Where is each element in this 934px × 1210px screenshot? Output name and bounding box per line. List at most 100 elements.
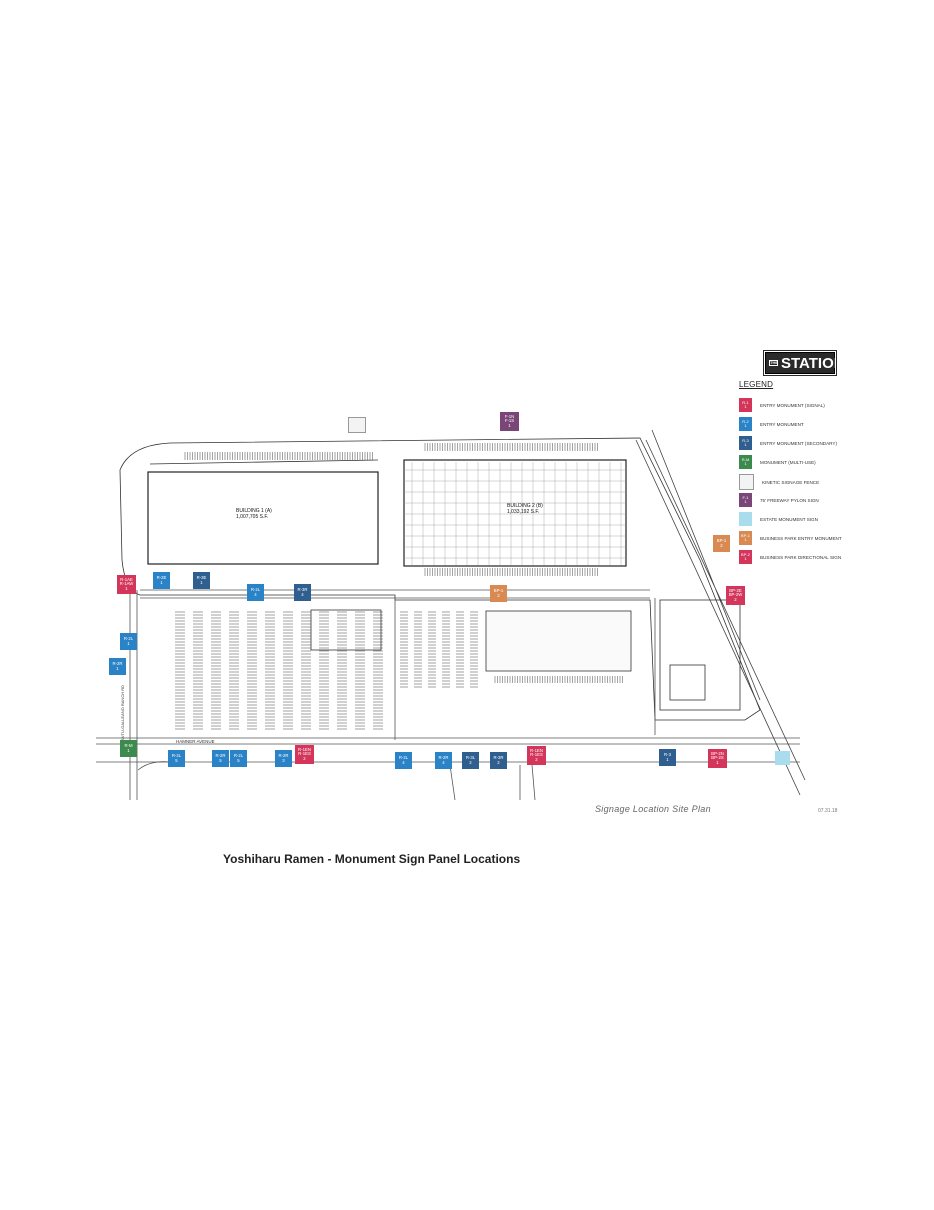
sign-marker-text: R-1EN <box>298 746 311 752</box>
sign-marker-text: BP-1 <box>493 587 504 593</box>
sign-marker-text: R-1EN <box>530 747 543 753</box>
sign-marker-text: R-2L <box>398 754 409 760</box>
legend-label: Entry Monument <box>760 421 804 427</box>
legend-swatch-num: 1 <box>744 537 747 542</box>
sign-marker-text: 1 <box>127 640 130 646</box>
sign-marker-text: R-2L <box>233 752 244 758</box>
sign-marker-text: R-3R <box>297 586 308 592</box>
legend-swatch-code: R-1 <box>742 399 749 405</box>
sign-marker-text: 2 <box>535 756 538 762</box>
sign-marker-text: BP-1 <box>716 537 727 543</box>
legend-swatch-num: 1 <box>744 442 747 447</box>
legend-label: Monument (Multi-Use) <box>760 459 816 465</box>
sign-marker-text: R-2L <box>171 752 182 758</box>
legend-swatch-num: 1 <box>744 423 747 428</box>
sign-marker-text: 5 <box>237 757 240 763</box>
plan-date: 07.31.18 <box>818 808 838 814</box>
sign-marker-text: R-2R <box>278 752 289 758</box>
legend-item: Kinetic Signage Fence <box>739 474 850 490</box>
legend-label: Entry Monument (Secondary) <box>760 440 837 446</box>
legend-swatch-num: 1 <box>744 499 747 504</box>
legend-label: Estate Monument Sign <box>760 516 818 522</box>
legend-item: BP-11Business Park Entry Monument <box>739 531 848 545</box>
sign-marker-text: R-2E <box>156 574 167 580</box>
sign-marker-text: R-2R <box>215 752 226 758</box>
sign-marker-text: R-3L <box>465 754 476 760</box>
sign-marker-text: R-3R <box>493 754 504 760</box>
sign-marker-text: R-2R <box>112 660 123 666</box>
sign-marker-text: 5 <box>175 757 178 763</box>
legend-swatch-num: 1 <box>744 461 747 466</box>
sign-marker-text: 2 <box>303 755 306 761</box>
legend-swatch-num: 1 <box>744 404 747 409</box>
the-station-logo: THE STATION <box>763 350 845 376</box>
legend-title: LEGEND <box>739 380 774 389</box>
sign-marker-text: 1 <box>200 579 203 585</box>
marker-estate-monument <box>775 751 790 765</box>
sign-marker-text: 2 <box>497 592 500 598</box>
legend-label: 75' Freeway Pylon Sign <box>760 497 819 503</box>
sign-marker-text: 1 <box>116 665 119 671</box>
legend-swatch-code: BP-2 <box>741 551 750 557</box>
plan-caption: Signage Location Site Plan <box>595 804 711 814</box>
legend-item: R-M1 Monument (Multi-Use) <box>739 455 848 469</box>
sign-marker-text: 5 <box>219 757 222 763</box>
legend-item: F-11 75' Freeway Pylon Sign <box>739 493 848 507</box>
legend-label: Entry Monument (Signal) <box>760 402 825 408</box>
sign-marker-text: 4 <box>402 759 405 765</box>
sign-marker-text: 1 <box>160 579 163 585</box>
legend-swatch-code: R-2 <box>742 418 749 424</box>
legend-item: Estate Monument Sign <box>739 512 848 526</box>
sign-marker-text: F-1S <box>504 418 515 424</box>
sign-marker-text: 1 <box>716 759 719 765</box>
building-1-label: BUILDING 1 (A) 1,007,705 S.F. <box>236 508 272 520</box>
legend-item: BP-21Business Park Directional Sign <box>739 550 848 564</box>
legend-label: Kinetic Signage Fence <box>762 479 820 485</box>
sign-marker-text: 2 <box>469 759 472 765</box>
marker-kinetic-fence <box>348 417 366 433</box>
building-2-label: BUILDING 2 (B) 1,033,192 S.F. <box>507 503 543 515</box>
sign-marker-text: 1 <box>666 756 669 762</box>
street-label-boulevard: CANTU-GALLEANO RANCH RD <box>120 685 125 744</box>
sign-marker-text: R-1ES <box>530 752 543 758</box>
sign-marker-text: F-1N <box>504 413 515 419</box>
sign-marker-text: 1 <box>125 585 128 591</box>
legend-item: R-31 Entry Monument (Secondary) <box>739 436 848 450</box>
legend-item: R-21 Entry Monument <box>739 417 848 431</box>
sign-marker-text: 2 <box>734 596 737 602</box>
sign-marker-text: 2 <box>497 759 500 765</box>
legend-swatch-code: R-M <box>741 456 750 462</box>
sign-marker-text: BP-2N <box>711 750 724 756</box>
sign-marker-text: R-2R <box>438 754 449 760</box>
sign-marker-text: BP-2E <box>729 587 742 593</box>
legend-swatch <box>739 474 754 490</box>
sign-marker-text: 4 <box>442 759 445 765</box>
page-title: Yoshiharu Ramen - Monument Sign Panel Lo… <box>223 852 521 866</box>
sign-marker-text: R-1AE <box>120 576 133 582</box>
